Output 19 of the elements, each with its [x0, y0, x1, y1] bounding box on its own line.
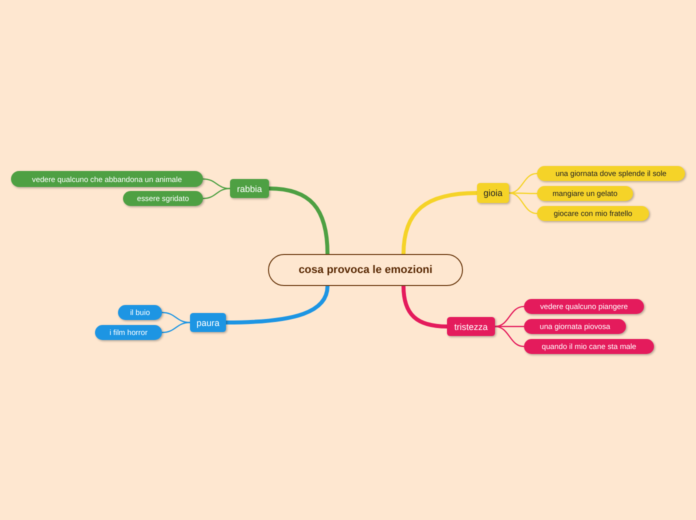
connector — [202, 188, 230, 200]
connector — [162, 322, 190, 334]
topic-text: rabbia — [236, 184, 262, 194]
branch-connector — [402, 191, 478, 254]
branch-connector — [268, 186, 330, 254]
branch-connector — [226, 286, 330, 324]
topic-text: tristezza — [454, 322, 488, 332]
connector — [202, 178, 230, 190]
topic-text: gioia — [483, 188, 502, 198]
connector — [494, 306, 524, 328]
connector — [162, 312, 190, 324]
connector — [508, 192, 538, 214]
connector — [495, 326, 524, 328]
connector — [509, 192, 537, 194]
branch-connector — [402, 286, 448, 328]
connector — [494, 326, 524, 348]
topic-text: paura — [196, 318, 220, 328]
connector — [508, 172, 538, 194]
topic-text: cosa provoca le emozioni — [298, 264, 432, 276]
